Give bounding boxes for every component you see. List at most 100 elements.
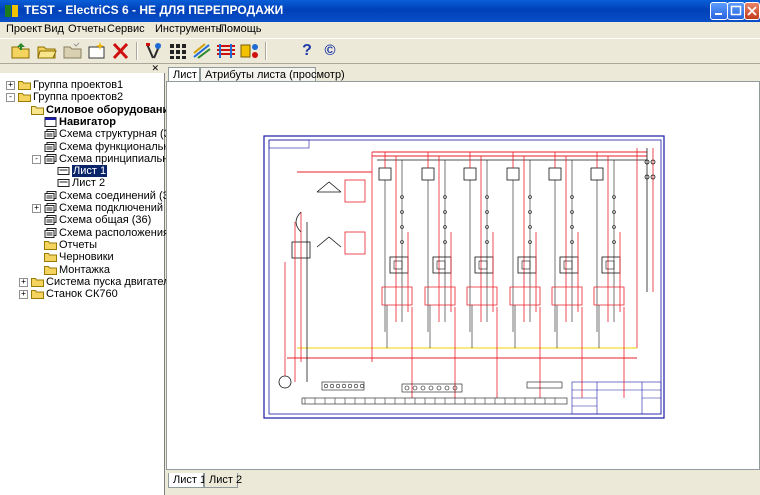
doc-icon bbox=[44, 153, 57, 164]
open-folder-icon[interactable] bbox=[10, 41, 32, 61]
sheet-icon bbox=[57, 166, 70, 176]
tree-item-label: Лист 1 bbox=[72, 165, 108, 178]
tree-item[interactable]: Навигатор bbox=[59, 116, 116, 128]
doc-icon bbox=[44, 227, 57, 238]
terminal-lamp bbox=[412, 385, 418, 391]
terminal-lamp bbox=[329, 383, 335, 389]
menu-view[interactable]: Вид bbox=[44, 23, 64, 35]
tree-item-label: Схема функциональная ( bbox=[59, 140, 189, 153]
tree-item-label: Система пуска двигателей bbox=[46, 275, 182, 288]
maximize-icon bbox=[730, 5, 742, 16]
folder-icon bbox=[44, 240, 57, 250]
tree-item[interactable]: Лист 2 bbox=[72, 177, 105, 189]
terminal-lamp bbox=[452, 385, 458, 391]
tree-item[interactable]: Силовое оборудование 1 bbox=[46, 104, 185, 116]
menu-tools[interactable]: Инструменты bbox=[155, 23, 224, 35]
sheet-tab-1[interactable]: Лист 1 bbox=[168, 473, 206, 488]
motor-branch bbox=[506, 152, 541, 398]
tree-item[interactable]: Станок СК760 bbox=[46, 288, 118, 300]
app-icon bbox=[5, 5, 18, 17]
expand-icon[interactable]: + bbox=[19, 290, 28, 300]
tree-item[interactable]: Группа проектов1 bbox=[33, 79, 123, 91]
doc-icon bbox=[44, 129, 57, 140]
panel-close-icon[interactable]: ✕ bbox=[151, 63, 159, 73]
components-icon[interactable] bbox=[239, 41, 261, 61]
tab-sheet[interactable]: Лист bbox=[168, 67, 200, 81]
help-icon[interactable]: ? bbox=[302, 42, 312, 59]
tree-item[interactable]: Система пуска двигателей bbox=[46, 276, 182, 288]
tree-item[interactable]: Монтажка bbox=[59, 264, 110, 276]
terminal-lamp bbox=[436, 385, 442, 391]
grid-icon[interactable] bbox=[167, 41, 189, 61]
toolbar-separator bbox=[136, 42, 138, 60]
toolbar: ? © bbox=[0, 38, 760, 64]
tree-item[interactable]: Схема структурная (31) bbox=[59, 128, 180, 140]
menu-service[interactable]: Сервис bbox=[107, 23, 145, 35]
collapse-icon[interactable]: - bbox=[32, 154, 41, 164]
motor-branch bbox=[590, 152, 625, 398]
collapse-icon[interactable]: - bbox=[6, 93, 15, 103]
delete-icon[interactable] bbox=[110, 41, 132, 61]
new-sheet-icon[interactable] bbox=[86, 41, 108, 61]
menu-help[interactable]: Помощь bbox=[219, 23, 262, 35]
tree-item[interactable]: Черновики bbox=[59, 251, 114, 263]
tree-item[interactable]: Схема принципиальная ( bbox=[59, 153, 187, 165]
motor-branch bbox=[548, 152, 583, 398]
tree-item-label: Станок СК760 bbox=[46, 288, 118, 301]
terminal-lamp bbox=[347, 383, 353, 389]
tree-item-label: Группа проектов1 bbox=[33, 79, 124, 91]
tools-icon[interactable] bbox=[143, 41, 165, 61]
tree-item[interactable]: Схема функциональная ( bbox=[59, 141, 188, 153]
title-block bbox=[571, 381, 662, 415]
sheet-inner-frame bbox=[268, 139, 662, 415]
tree-item[interactable]: Схема общая (36) bbox=[59, 214, 151, 226]
menu-reports[interactable]: Отчеты bbox=[68, 23, 107, 35]
motor-branch bbox=[421, 152, 456, 398]
schematic-drawing bbox=[263, 135, 665, 419]
tree-item-label: Схема структурная (31) bbox=[59, 128, 180, 141]
tree-item-label: Схема принципиальная ( bbox=[59, 152, 188, 165]
tree-item[interactable]: Схема расположения (37 bbox=[59, 227, 188, 239]
terminal-lamp bbox=[420, 385, 426, 391]
maximize-button[interactable] bbox=[727, 2, 745, 20]
tab-sheet-attributes[interactable]: Атрибуты листа (просмотр) bbox=[200, 67, 345, 81]
drawing-canvas[interactable] bbox=[166, 81, 760, 470]
terminal-lamp bbox=[341, 383, 347, 389]
minimize-icon bbox=[715, 13, 722, 15]
folder-icon bbox=[18, 92, 31, 103]
tree-item[interactable]: Схема подключений (35) bbox=[59, 202, 186, 214]
right-devices bbox=[636, 148, 656, 348]
tree-item[interactable]: Лист 1 bbox=[72, 165, 108, 178]
terminal-lamp bbox=[444, 385, 450, 391]
tree-item-label: Лист 2 bbox=[72, 177, 106, 190]
tree-item[interactable]: Отчеты bbox=[59, 239, 97, 251]
close-icon bbox=[747, 6, 757, 16]
folder-3-icon[interactable] bbox=[62, 41, 84, 61]
expand-icon[interactable]: + bbox=[32, 204, 41, 213]
tree-item[interactable]: Схема соединений (34) bbox=[59, 190, 179, 202]
terminal-lamp bbox=[359, 383, 365, 389]
cable-icon[interactable] bbox=[215, 41, 237, 61]
minimize-button[interactable] bbox=[710, 2, 728, 20]
input-section bbox=[278, 152, 373, 389]
sheet-icon bbox=[57, 178, 70, 188]
doc-icon bbox=[44, 141, 57, 152]
about-icon[interactable]: © bbox=[324, 42, 336, 59]
menu-project[interactable]: Проект bbox=[6, 23, 43, 35]
folder-icon bbox=[31, 289, 44, 300]
expand-icon[interactable]: + bbox=[6, 81, 15, 90]
close-button[interactable] bbox=[744, 2, 760, 20]
sheet-tab-2[interactable]: Лист 2 bbox=[204, 473, 242, 488]
tree-item-label: Черновики bbox=[59, 251, 114, 264]
terminal-lamp bbox=[335, 383, 341, 389]
open-folder-2-icon[interactable] bbox=[36, 41, 58, 61]
window-title: TEST - ElectriCS 6 - НЕ ДЛЯ ПЕРЕПРОДАЖИ bbox=[24, 3, 284, 17]
doc-icon bbox=[44, 190, 57, 201]
terminal-lamp bbox=[428, 385, 434, 391]
expand-icon[interactable]: + bbox=[19, 277, 28, 287]
tree-item-label: Схема расположения (37 bbox=[59, 226, 188, 239]
navigator-icon bbox=[44, 116, 57, 127]
wire-icon[interactable] bbox=[191, 41, 213, 61]
tree-item[interactable]: Группа проектов2 bbox=[33, 91, 123, 103]
